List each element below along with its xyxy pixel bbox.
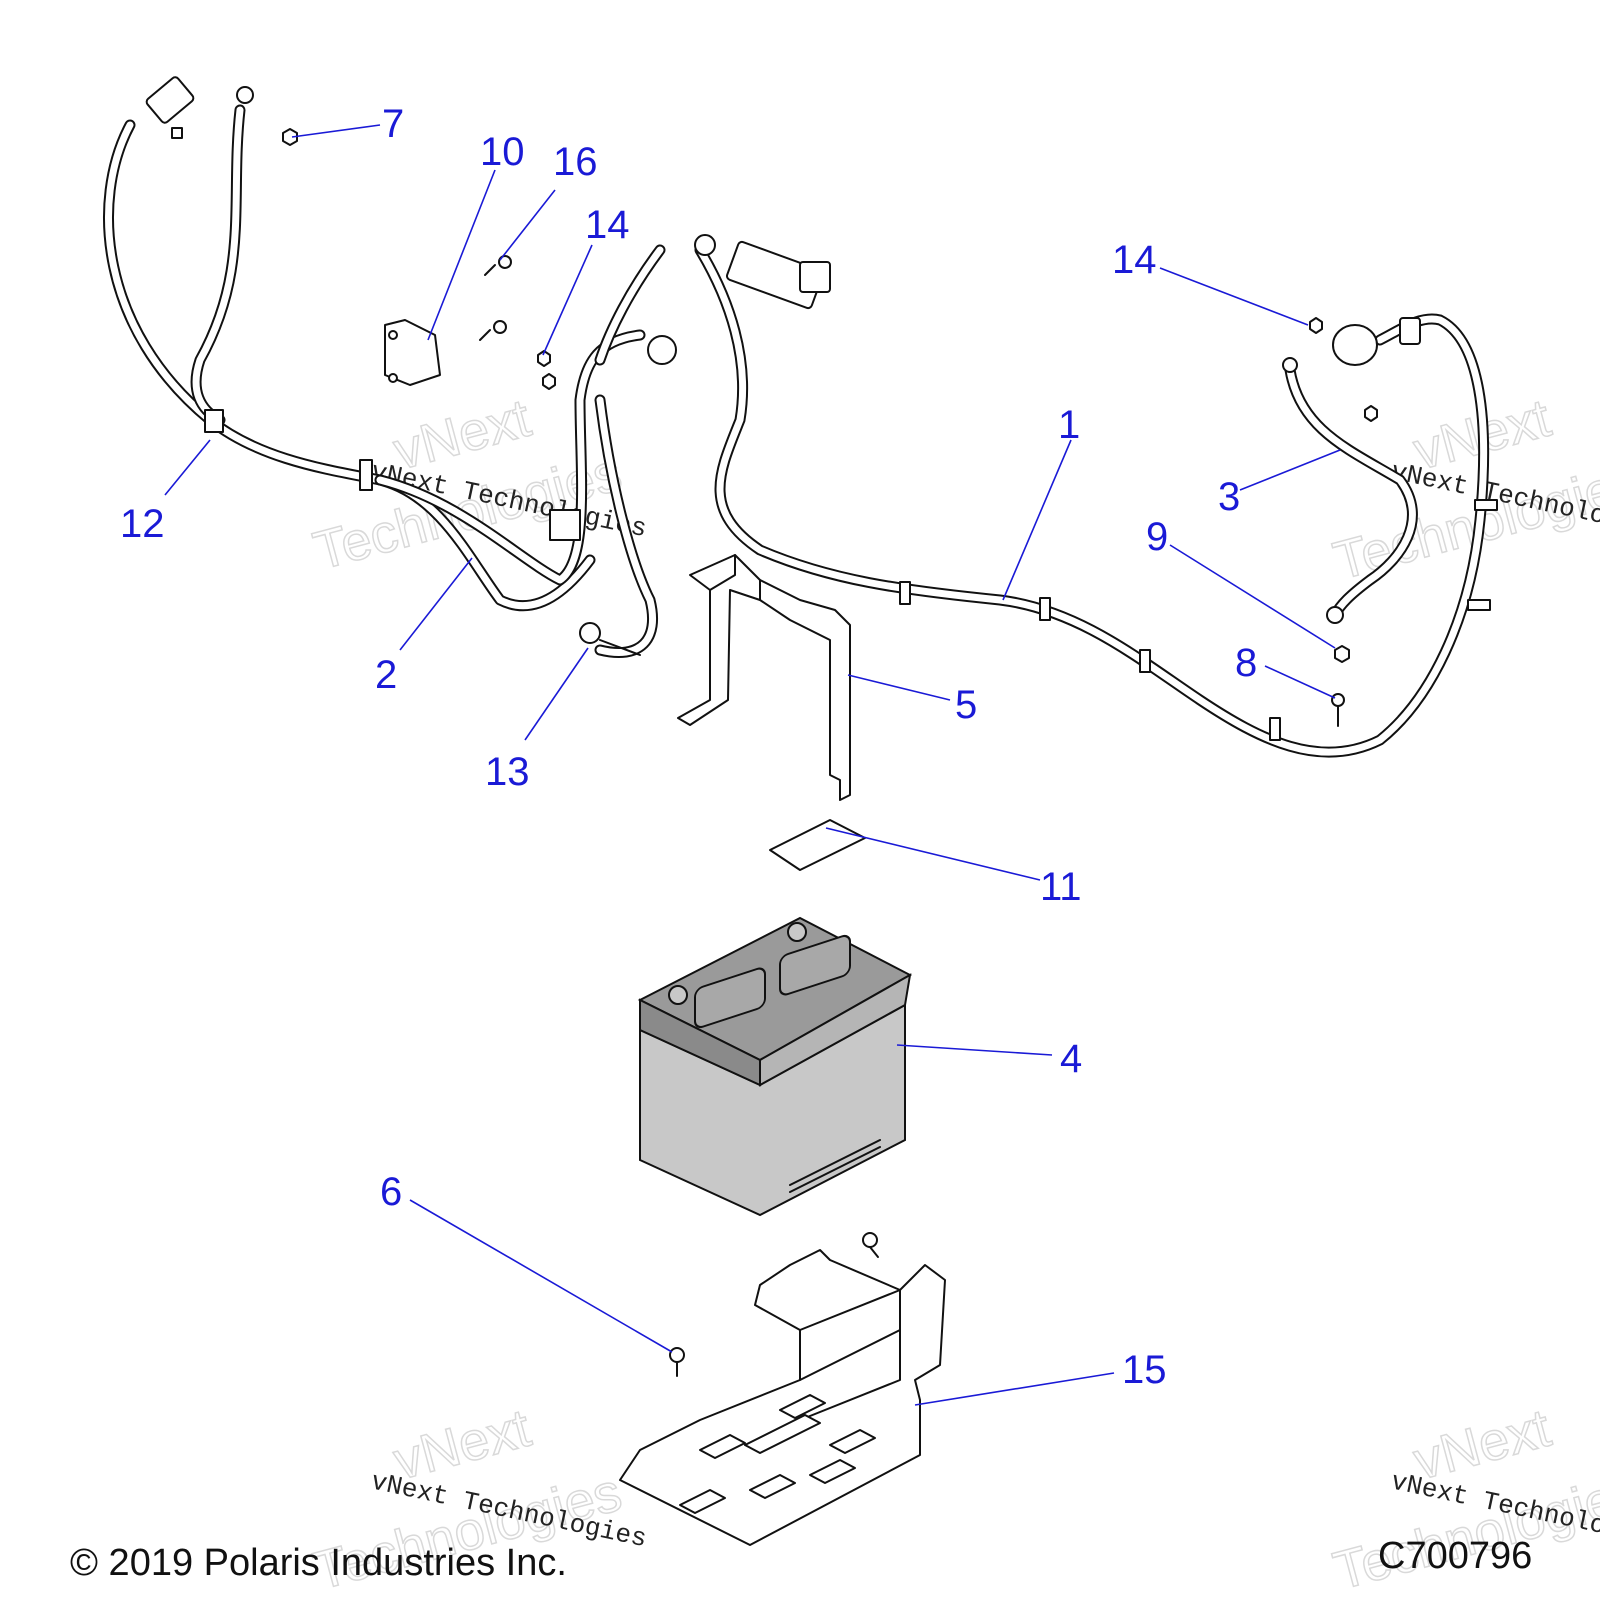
callout-1: 1: [1058, 403, 1080, 447]
callout-10: 10: [480, 130, 525, 174]
callout-15: 15: [1122, 1348, 1167, 1392]
ground-strap: [1282, 357, 1418, 624]
hardware: [282, 128, 1378, 1377]
callouts: 1 2 3 4 5 6 7 8 9 10 11 12 13 14 14 15 1…: [120, 102, 1257, 1392]
callout-9: 9: [1146, 515, 1168, 559]
callout-5: 5: [955, 683, 977, 727]
callout-7: 7: [382, 102, 404, 146]
callout-4: 4: [1060, 1037, 1082, 1081]
callout-8: 8: [1235, 641, 1257, 685]
leader-lines: [164, 124, 1341, 1406]
callout-11: 11: [1040, 865, 1082, 909]
battery: [637, 916, 913, 1217]
callout-2: 2: [375, 653, 397, 697]
callout-3: 3: [1218, 475, 1240, 519]
battery-hold-down-bracket: [677, 554, 851, 801]
negative-cable-harness: [103, 76, 659, 659]
callout-14-left: 14: [585, 203, 630, 247]
battery-tray: [619, 1249, 946, 1546]
callout-13: 13: [485, 750, 530, 794]
copyright-text: © 2019 Polaris Industries Inc.: [70, 1542, 567, 1584]
callout-12: 12: [120, 502, 165, 546]
callout-16: 16: [553, 140, 598, 184]
positive-cable: [594, 234, 1498, 758]
callout-6: 6: [380, 1170, 402, 1214]
callout-14-right: 14: [1112, 238, 1157, 282]
diagram-code: C700796: [1378, 1535, 1532, 1577]
battery-pad: [769, 819, 866, 871]
